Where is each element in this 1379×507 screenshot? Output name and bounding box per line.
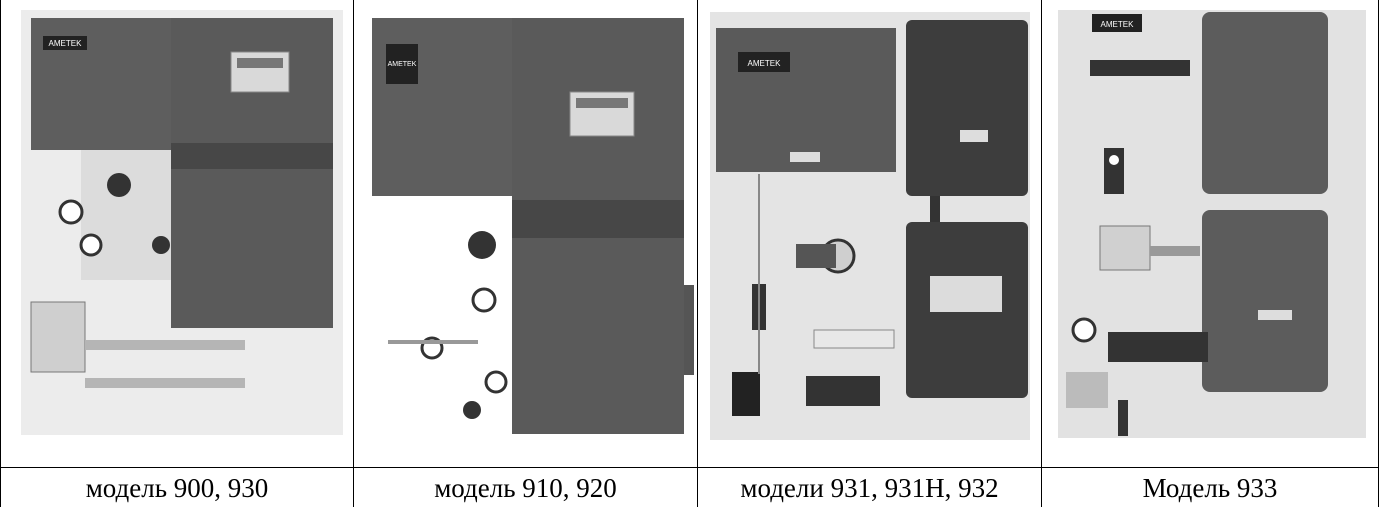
column-divider [1041, 0, 1042, 507]
photo-cell-model-910: AMETEK [354, 0, 697, 467]
analyzer-photo-model-910: AMETEK [372, 18, 694, 434]
column-divider [697, 0, 698, 507]
photo-cell-model-931: AMETEK [698, 0, 1041, 467]
photo-cell-model-933: AMETEK [1042, 0, 1378, 467]
caption-model-931: модели 931, 931H, 932 [740, 473, 999, 503]
logo-label: AMETEK [748, 59, 782, 68]
analyzer-photo-model-900: AMETEK [21, 10, 343, 435]
table-border-left [0, 0, 1, 507]
caption-model-900: модель 900, 930 [85, 473, 269, 503]
caption-model-933: Модель 933 [1142, 473, 1278, 503]
analyzer-photo-model-931: AMETEK [710, 12, 1030, 440]
logo-label: AMETEK [388, 61, 417, 68]
caption-model-910: модель 910, 920 [434, 473, 617, 503]
analyzer-photo-model-933: AMETEK [1058, 10, 1366, 438]
logo-label: AMETEK [49, 39, 83, 48]
photo-cell-model-900: AMETEK [1, 0, 353, 467]
logo-label: AMETEK [1101, 20, 1135, 29]
column-divider [353, 0, 354, 507]
row-divider [0, 467, 1379, 468]
